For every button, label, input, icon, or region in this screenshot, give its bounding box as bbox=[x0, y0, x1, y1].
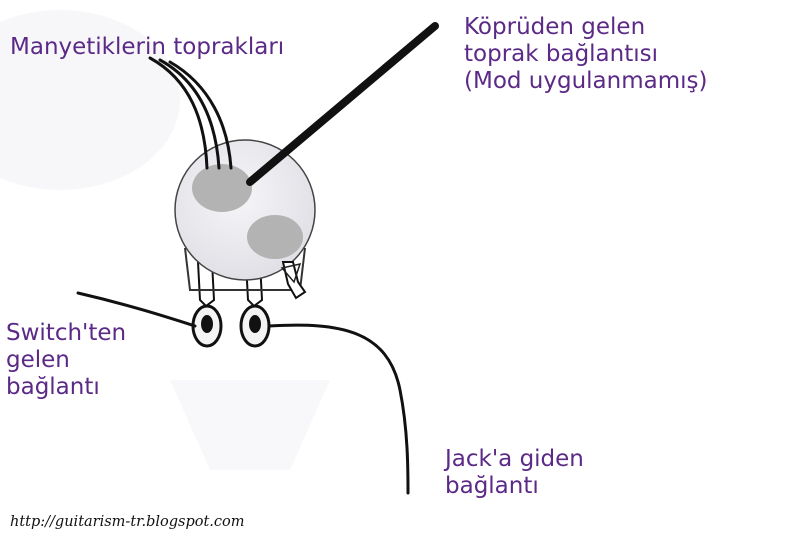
source-url[interactable]: http://guitarism-tr.blogspot.com bbox=[10, 514, 245, 530]
pickup-grounds-text: Manyetiklerin toprakları bbox=[10, 34, 285, 60]
wires bbox=[76, 22, 439, 495]
jack-line-2: bağlantı bbox=[445, 473, 539, 499]
jack-line-1: Jack'a giden bbox=[445, 446, 584, 472]
switch-wire bbox=[76, 291, 197, 328]
bridge-ground-label: Köprüden gelen toprak bağlantısı (Mod uy… bbox=[464, 14, 707, 95]
pickup-ground-wire-2 bbox=[158, 58, 221, 170]
eyelet-left-hole bbox=[201, 315, 213, 333]
switch-line-2: gelen bbox=[6, 347, 70, 373]
pickup-ground-wire-3 bbox=[168, 60, 233, 170]
bridge-ground-line-3: (Mod uygulanmamış) bbox=[464, 68, 708, 94]
switch-line-1: Switch'ten bbox=[6, 320, 127, 346]
lug-right-detail bbox=[280, 262, 302, 284]
jack-connection-label: Jack'a giden bağlantı bbox=[445, 446, 584, 500]
lug-eyelets bbox=[191, 304, 271, 348]
bridge-ground-line-2: toprak bağlantısı bbox=[464, 41, 659, 67]
switch-line-3: bağlantı bbox=[6, 374, 100, 400]
potentiometer-body bbox=[174, 139, 316, 281]
bridge-ground-wire bbox=[246, 22, 439, 186]
pot-bracket bbox=[184, 247, 306, 291]
pickup-grounds-label: Manyetiklerin toprakları bbox=[10, 34, 284, 61]
switch-connection-label: Switch'ten gelen bağlantı bbox=[6, 320, 126, 401]
solder-blob-ground bbox=[192, 164, 252, 212]
solder-blob-lower bbox=[247, 215, 303, 259]
pickup-ground-wire-1 bbox=[148, 56, 209, 170]
bridge-ground-line-1: Köprüden gelen bbox=[464, 14, 646, 40]
jack-wire bbox=[267, 323, 410, 495]
eyelet-middle-hole bbox=[249, 315, 261, 333]
background-shade-lower bbox=[170, 380, 330, 470]
background-shade bbox=[0, 10, 180, 190]
